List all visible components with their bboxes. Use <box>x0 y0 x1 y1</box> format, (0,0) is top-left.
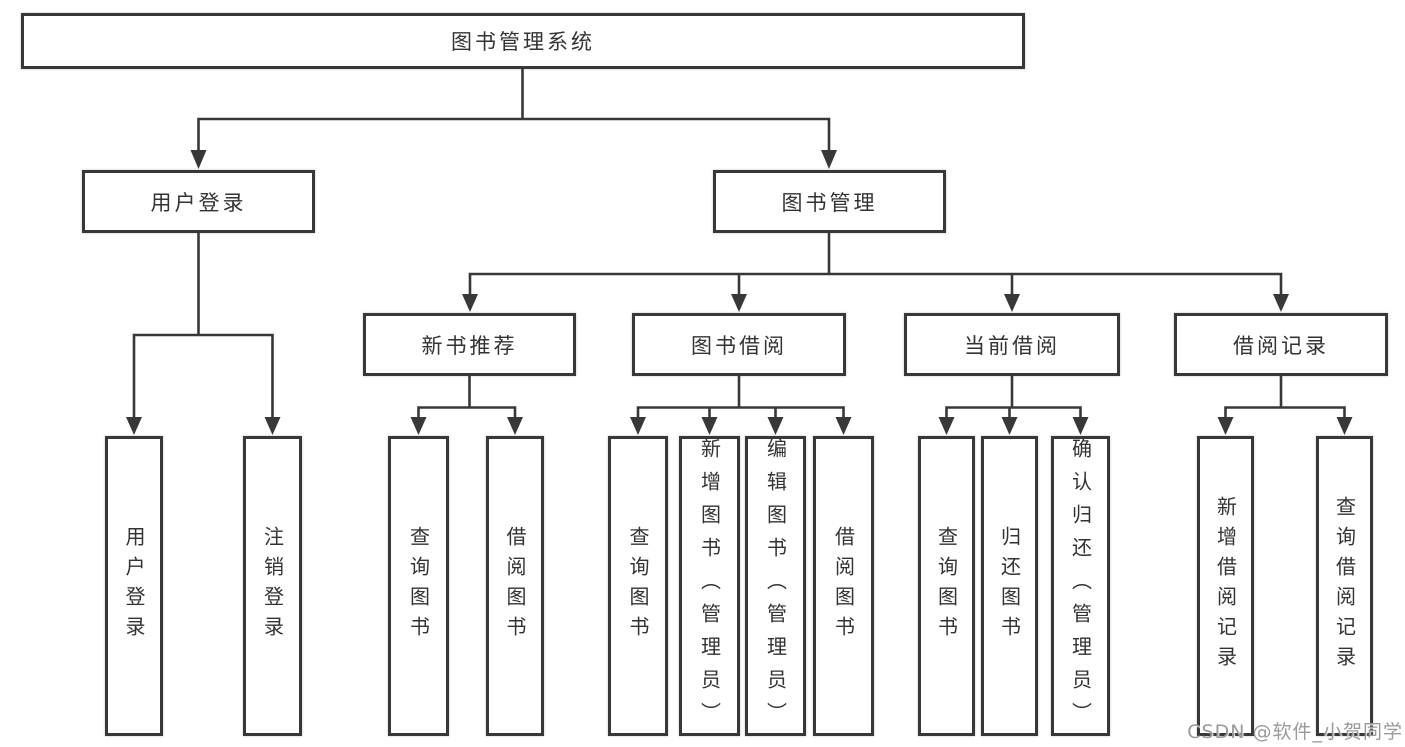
leaf-query-books-current: 查询图书 <box>918 436 975 736</box>
arrow-down-icon <box>126 417 142 435</box>
leaf-add-borrow-record: 新增借阅记录 <box>1197 436 1254 736</box>
arrow-down-icon <box>1273 294 1289 312</box>
node-label: 借阅记录 <box>1233 333 1329 358</box>
leaf-add-books-admin: 新增图书（管理员） <box>679 436 740 736</box>
leaf-label: 注销登录 <box>260 526 285 646</box>
arrow-down-icon <box>264 417 281 435</box>
connector-line <box>132 333 274 418</box>
leaf-label: 新增图书（管理员） <box>697 437 722 735</box>
leaf-label: 新增借阅记录 <box>1213 496 1238 676</box>
connector-line <box>945 406 1082 419</box>
leaf-confirm-return-admin: 确认归还（管理员） <box>1051 436 1110 736</box>
arrow-down-icon <box>630 417 646 435</box>
node-label: 图书管理 <box>781 190 878 215</box>
node-label: 当前借阅 <box>964 333 1060 358</box>
arrow-down-icon <box>938 417 955 435</box>
arrow-down-icon <box>410 417 427 435</box>
connector-line <box>1224 406 1346 419</box>
leaf-label: 查询图书 <box>934 526 959 646</box>
leaf-logout-login: 注销登录 <box>243 436 302 736</box>
connector-line <box>636 406 845 419</box>
node-label: 新书推荐 <box>421 333 518 358</box>
arrow-down-icon <box>1001 417 1018 435</box>
node-label: 图书借阅 <box>691 333 787 358</box>
leaf-label: 查询图书 <box>406 526 431 646</box>
leaf-edit-books-admin: 编辑图书（管理员） <box>745 436 806 736</box>
node-borrowing-records: 借阅记录 <box>1174 313 1388 376</box>
connector-line <box>468 272 1283 295</box>
leaf-borrow-books-recommend: 借阅图书 <box>486 436 544 736</box>
node-current-borrowing: 当前借阅 <box>904 313 1120 376</box>
leaf-label: 编辑图书（管理员） <box>763 437 788 735</box>
leaf-borrow-books: 借阅图书 <box>813 436 874 736</box>
node-root: 图书管理系统 <box>21 13 1025 69</box>
arrow-down-icon <box>767 417 784 435</box>
node-label: 用户登录 <box>150 190 247 215</box>
leaf-label: 查询图书 <box>626 526 650 646</box>
leaf-query-books-recommend: 查询图书 <box>388 436 449 736</box>
leaf-label: 借阅图书 <box>831 526 856 646</box>
connector-line <box>197 117 831 151</box>
node-new-book-recommend: 新书推荐 <box>363 313 576 376</box>
node-book-management: 图书管理 <box>713 170 946 233</box>
arrow-down-icon <box>835 417 852 435</box>
arrow-down-icon <box>507 417 523 435</box>
arrow-down-icon <box>1072 417 1089 435</box>
node-root-label: 图书管理系统 <box>451 30 595 54</box>
node-user-login: 用户登录 <box>82 170 315 233</box>
arrow-down-icon <box>190 150 207 169</box>
leaf-return-books: 归还图书 <box>981 436 1038 736</box>
arrow-down-icon <box>731 294 747 312</box>
leaf-label: 确认归还（管理员） <box>1068 437 1093 735</box>
arrow-down-icon <box>1217 417 1234 435</box>
leaf-user-login: 用户登录 <box>105 436 163 736</box>
connector-line <box>417 406 517 419</box>
leaf-query-borrow-record: 查询借阅记录 <box>1316 436 1373 736</box>
leaf-label: 用户登录 <box>122 526 146 646</box>
leaf-label: 借阅图书 <box>503 526 527 646</box>
arrow-down-icon <box>1004 294 1020 312</box>
leaf-label: 查询借阅记录 <box>1332 496 1357 676</box>
leaf-label: 归还图书 <box>997 526 1022 646</box>
leaf-query-books-borrowing: 查询图书 <box>608 436 668 736</box>
arrow-down-icon <box>462 294 478 312</box>
csdn-watermark: CSDN @软件_小贺同学 <box>1187 721 1403 743</box>
arrow-down-icon <box>701 417 718 435</box>
arrow-down-icon <box>821 150 837 169</box>
arrow-down-icon <box>1336 417 1353 435</box>
node-book-borrowing: 图书借阅 <box>632 313 846 376</box>
